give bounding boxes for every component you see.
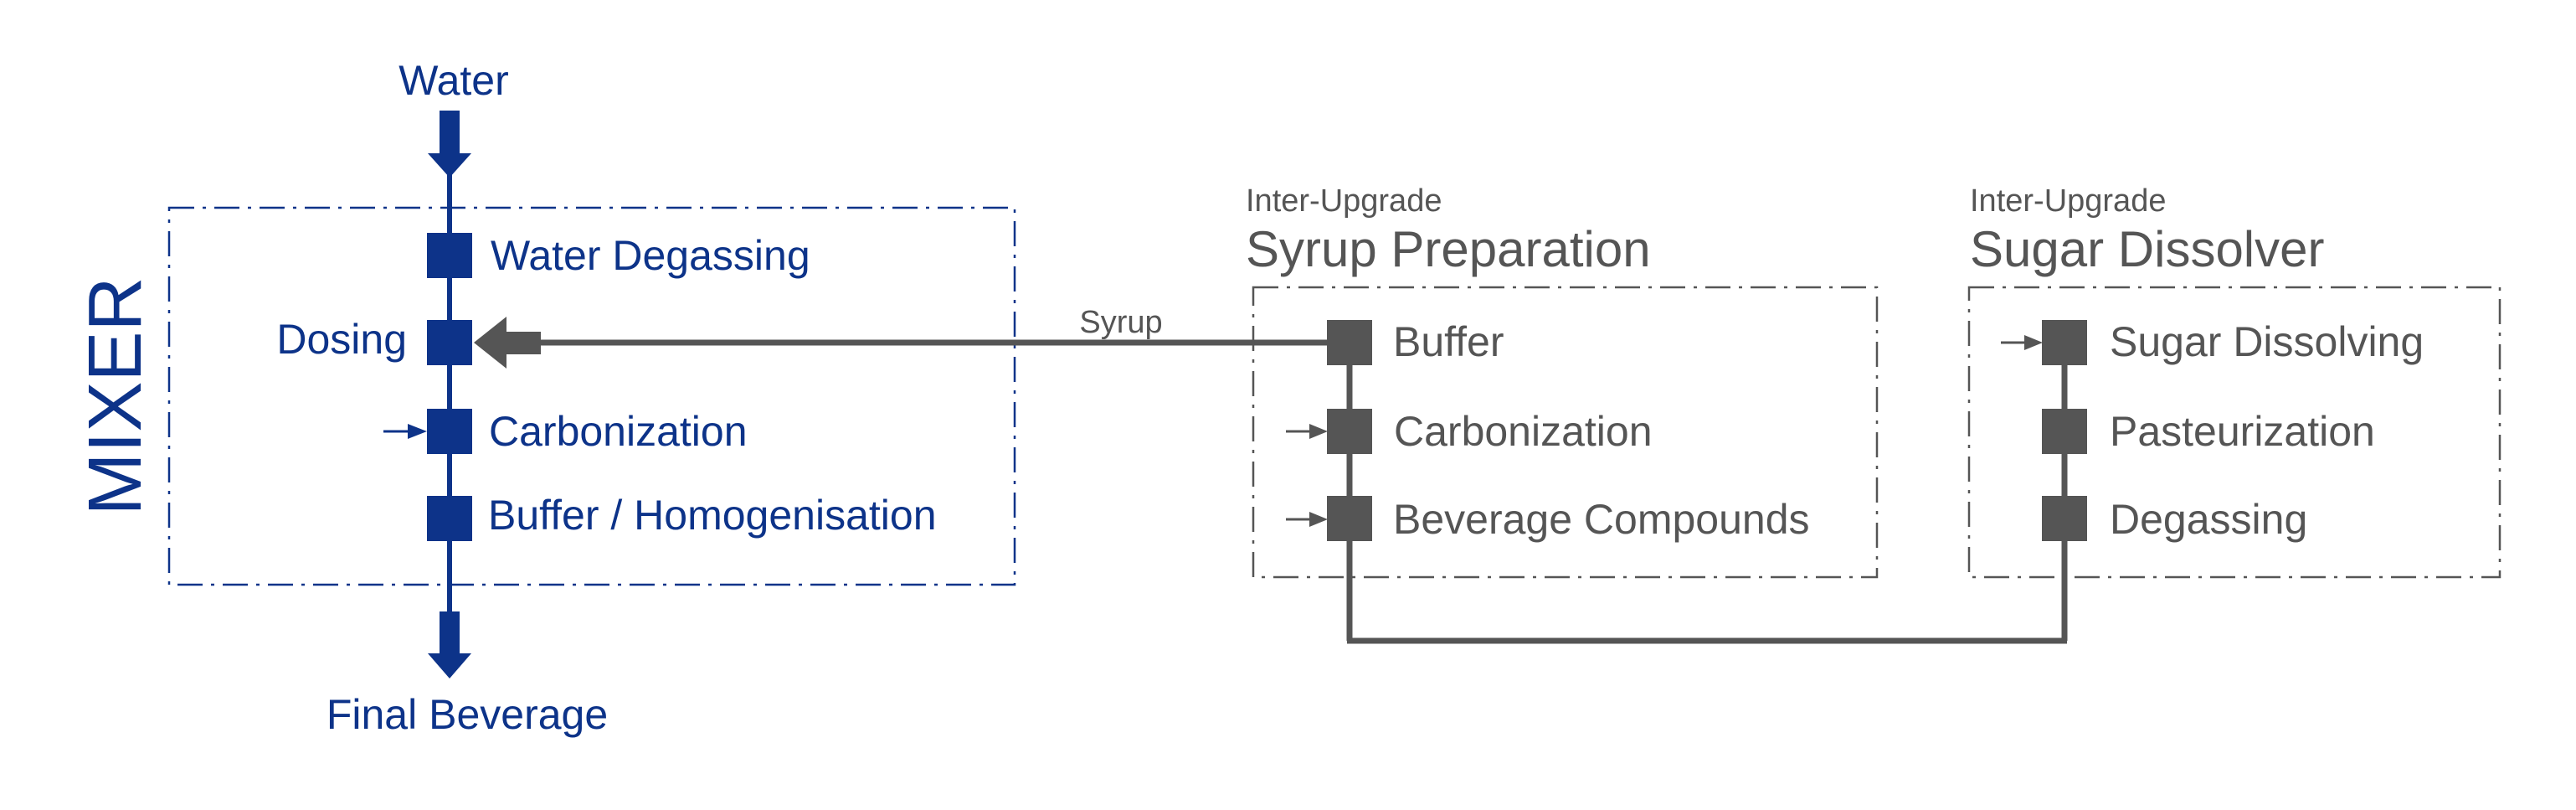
mixer-step-node-carbonization [427, 409, 472, 454]
syrup-preparation-tag: Inter-Upgrade [1246, 183, 1442, 219]
mixer-step-label-water-degassing: Water Degassing [491, 232, 810, 279]
mixer-group: MIXER Water Final Beverage Water Degassi… [74, 57, 1016, 738]
mixer-step-node-buffer-homogenisation [427, 496, 472, 541]
sugar-dissolver-boundary [1967, 286, 2501, 579]
mixer-output-label: Final Beverage [326, 691, 608, 738]
mixer-boundary [167, 206, 1016, 586]
syrup-compounds-feed-arrow [1309, 512, 1328, 527]
sugar-step-label-pasteurization: Pasteurization [2110, 408, 2375, 455]
mixer-step-node-dosing [427, 320, 472, 365]
syrup-step-label-beverage-compounds: Beverage Compounds [1393, 496, 1810, 543]
syrup-link-label: Syrup [1079, 305, 1162, 340]
syrup-link-arrowhead [474, 317, 506, 369]
syrup-step-node-buffer [1327, 320, 1372, 365]
syrup-link-group: Syrup [474, 305, 1350, 369]
sugar-dissolver-tag: Inter-Upgrade [1970, 183, 2166, 219]
mixer-carbonization-feed-arrow [408, 424, 427, 439]
syrup-carbonization-feed-arrow [1309, 424, 1328, 439]
sugar-dissolver-title: Sugar Dissolver [1970, 221, 2325, 277]
syrup-step-node-beverage-compounds [1327, 496, 1372, 541]
mixer-step-label-carbonization: Carbonization [489, 408, 748, 455]
mixer-step-label-dosing: Dosing [276, 316, 407, 363]
sugar-step-label-degassing: Degassing [2110, 496, 2307, 543]
sugar-dissolver-group: Inter-Upgrade Sugar Dissolver Sugar Diss… [1967, 183, 2501, 641]
mixer-step-node-water-degassing [427, 233, 472, 278]
syrup-step-label-buffer: Buffer [1393, 318, 1504, 365]
sugar-dissolving-feed-arrow [2024, 335, 2043, 350]
syrup-step-node-carbonization [1327, 409, 1372, 454]
syrup-step-label-carbonization: Carbonization [1394, 408, 1653, 455]
sugar-step-label-sugar-dissolving: Sugar Dissolving [2110, 318, 2424, 365]
final-beverage-outlet-arrow [428, 611, 471, 678]
syrup-preparation-title: Syrup Preparation [1246, 221, 1651, 277]
syrup-link-arrow-shaft [502, 332, 541, 354]
sugar-step-node-degassing [2042, 496, 2087, 541]
mixer-input-label: Water [398, 57, 509, 104]
mixer-title: MIXER [74, 276, 157, 515]
sugar-step-node-sugar-dissolving [2042, 320, 2087, 365]
syrup-preparation-boundary [1252, 286, 1879, 579]
water-inlet-arrow [428, 111, 471, 178]
sugar-step-node-pasteurization [2042, 409, 2087, 454]
syrup-preparation-group: Inter-Upgrade Syrup Preparation Buffer C… [1246, 183, 1879, 641]
mixer-step-label-buffer-homogenisation: Buffer / Homogenisation [488, 492, 937, 539]
